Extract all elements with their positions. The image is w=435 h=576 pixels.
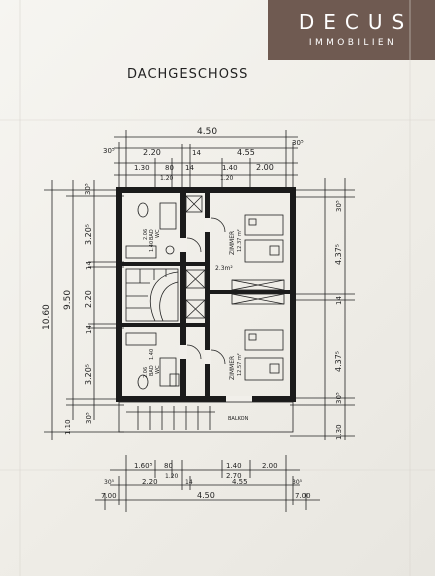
- bath-bottom-dim2: 1.40: [149, 349, 155, 360]
- dim-top-row3-d: 1.40: [222, 164, 238, 172]
- beds: [244, 214, 284, 381]
- dim-top-row3b-b: 1.20: [220, 175, 234, 182]
- dim-right-bottom-extra: 1.30: [335, 424, 343, 440]
- dim-bottom-row1-a: 1.60⁵: [134, 462, 153, 470]
- dim-left-seg-1: 3.20⁵: [84, 224, 93, 245]
- dim-bottom-row1b-b: 2.70: [226, 472, 242, 480]
- dim-bottom-row3-c: 7.00: [295, 492, 311, 500]
- decus-logo: DECUS IMMOBILIEN: [268, 0, 435, 60]
- dim-left-top-margin: 30⁵: [84, 183, 92, 195]
- dim-top-row2-a: 2.20: [143, 148, 161, 157]
- dim-right-seg-3: 4.37⁵: [334, 351, 343, 372]
- dim-left-seg-2: 14: [85, 261, 93, 270]
- plan-walls: [116, 187, 296, 402]
- door-openings: [179, 218, 252, 402]
- dim-bottom-row2-a: 30⁵: [104, 479, 115, 486]
- top-dimension-lines: [114, 130, 298, 190]
- dim-top-row2-b: 14: [192, 149, 201, 157]
- bath-top-wc: WC: [155, 229, 161, 238]
- dim-bottom-row2-d: 4.55: [232, 478, 248, 486]
- plan-title: DACHGESCHOSS: [127, 67, 248, 82]
- dim-bottom-row1-c: 1.40: [226, 462, 242, 470]
- bath-bottom-dim: 2.06: [143, 367, 149, 378]
- door-swings: [186, 217, 226, 365]
- dim-left-seg-3: 2.20: [84, 290, 93, 308]
- dim-bottom-row3-a: 7.00: [101, 492, 117, 500]
- bath-top-dim: 2.06: [143, 229, 149, 240]
- brand-subtitle: IMMOBILIEN: [308, 38, 398, 48]
- dim-bottom-row3-b: 4.50: [197, 491, 215, 500]
- dim-top-row3b-a: 1.20: [160, 175, 174, 182]
- dim-right-top: 30⁵: [335, 200, 343, 212]
- room-top-label: ZIMMER: [229, 231, 236, 255]
- dim-left-bottom-margin: 30⁵: [85, 412, 93, 424]
- right-dimension-lines: [290, 178, 355, 440]
- bath-top-label: BAD: [149, 229, 155, 240]
- left-dimension-lines: [44, 180, 124, 440]
- bottom-dimension-lines: [95, 455, 320, 512]
- dim-top-row3-c: 14: [185, 164, 194, 172]
- dim-top-row3-e: 2.00: [256, 163, 274, 172]
- shafts: [185, 195, 285, 319]
- dim-left-total: 10.60: [42, 304, 52, 330]
- dim-left-sub: 9.50: [63, 290, 73, 310]
- dim-top-total: 4.50: [197, 127, 217, 137]
- dim-bottom-row2-b: 2.20: [142, 478, 158, 486]
- bath-bottom-wc: WC: [155, 365, 161, 374]
- dim-right-seg-1: 4.37⁵: [334, 244, 343, 265]
- dim-left-bottom-extra: 1.10: [64, 419, 72, 435]
- dim-top-row2-c: 4.55: [237, 148, 255, 157]
- dim-bottom-row1-b: 80: [164, 462, 173, 470]
- dim-left-seg-4: 14: [85, 325, 93, 334]
- dim-right-bottom-margin: 30⁵: [335, 392, 343, 404]
- dim-top-right-margin: 30⁵: [292, 139, 304, 147]
- bathroom-top-fixtures: [125, 202, 177, 259]
- dim-right-seg-2: 14: [335, 296, 343, 305]
- dim-top-row3-b: 80: [165, 164, 174, 172]
- dim-top-left-margin: 30⁵: [103, 147, 115, 155]
- dim-bottom-row1-d: 2.00: [262, 462, 278, 470]
- bath-bottom-label: BAD: [149, 365, 155, 376]
- room-bottom-area: 12.57 m²: [237, 353, 243, 376]
- staircase: [125, 268, 179, 322]
- brand-name: DECUS: [298, 10, 414, 34]
- bathroom-bottom-fixtures: [125, 332, 180, 390]
- room-top-area: 12.37 m²: [237, 229, 243, 252]
- balcony-label: BALKON: [228, 416, 249, 422]
- room-bottom-label: ZIMMER: [229, 356, 236, 380]
- dim-left-seg-5: 3.20⁵: [84, 364, 93, 385]
- dim-top-row3-a: 1.30: [134, 164, 150, 172]
- bath-top-dim2: 1.40: [149, 241, 155, 252]
- corridor-area: 2.3m²: [215, 265, 233, 272]
- dim-bottom-row2-c: 14: [185, 479, 193, 486]
- balcony: [118, 401, 294, 433]
- dim-bottom-row1b-a: 1.20: [165, 473, 179, 480]
- dim-bottom-row2-e: 30⁵: [292, 479, 303, 486]
